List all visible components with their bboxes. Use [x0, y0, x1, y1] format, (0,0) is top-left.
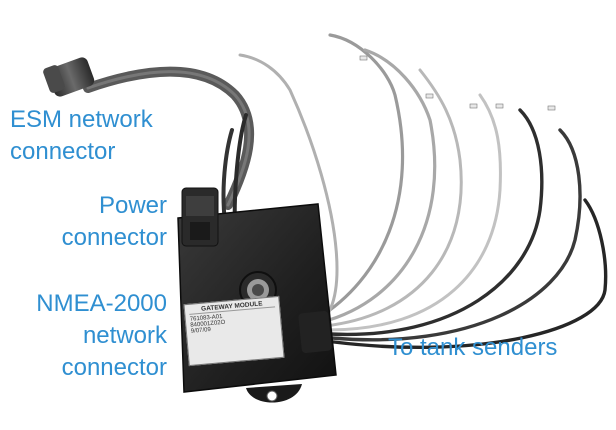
esm-connector-plug — [43, 57, 95, 97]
esm-cable — [83, 66, 255, 210]
wire-grommet — [298, 310, 332, 354]
wire-tags — [359, 55, 556, 111]
tank-senders-label: To tank senders — [388, 334, 558, 361]
power-connector-label-line: Power — [98, 192, 167, 219]
module-label-sticker: GATEWAY MODULE 761083-A01 840001Z02O 9/0… — [183, 295, 285, 367]
power-connector-label: Power connector — [62, 190, 167, 254]
nmea-connector-label: NMEA-2000 network connector — [36, 288, 167, 384]
power-connector-label-line: connector — [61, 224, 167, 251]
nmea-connector-label-line: network — [82, 322, 167, 349]
nmea-connector-label-line: connector — [61, 354, 167, 381]
esm-connector-label-line: connector — [10, 138, 116, 165]
esm-connector-label: ESM network connector — [10, 104, 153, 168]
tank-sender-wires — [238, 33, 608, 350]
nmea-connector-label-line: NMEA-2000 — [36, 290, 167, 317]
power-connector — [181, 187, 219, 247]
esm-connector-label-line: ESM network — [10, 106, 153, 133]
